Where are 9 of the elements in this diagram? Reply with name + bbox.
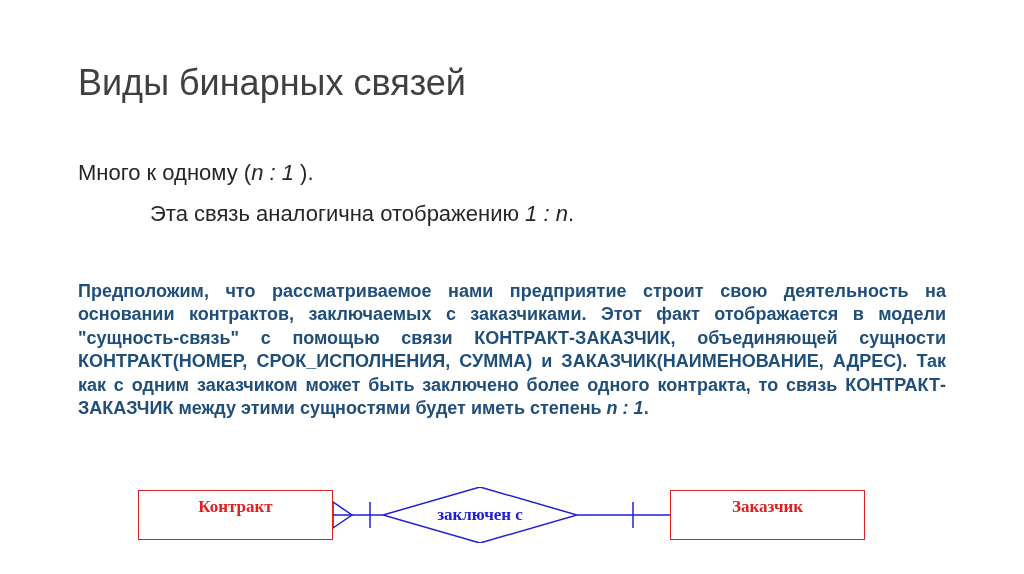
slide-title: Виды бинарных связей	[78, 62, 466, 104]
relationship-line	[332, 501, 384, 529]
explanation-line: Эта связь аналогична отображению 1 : n.	[150, 201, 575, 227]
relationship-diamond: заключен с	[383, 487, 577, 543]
paragraph: Предположим, что рассматриваемое нами предприятие строит свою деятельность на основании контрактов, заключаемых с заказчиками. Этот факт отображается в модели "сущность-связь" с помощью связи КОНТРАКТ-ЗАКАЗЧИК, объединяющей сущности КОНТРАКТ(НОМЕР, СРОК_ИСПОЛНЕНИЯ, СУММА) и ЗАКАЗЧИК(НАИМЕНОВАНИЕ, АДРЕС). Так как с одним заказчиком может быть заключено более одного контракта, то связь КОНТРАКТ-ЗАКАЗЧИК между этими сущностями будет иметь степень n : 1.	[78, 280, 946, 421]
entity-box: Контракт	[138, 490, 333, 540]
entity-box: Заказчик	[670, 490, 865, 540]
relationship-line	[576, 501, 671, 529]
subheading: Много к одному (n : 1 ).	[78, 160, 314, 186]
